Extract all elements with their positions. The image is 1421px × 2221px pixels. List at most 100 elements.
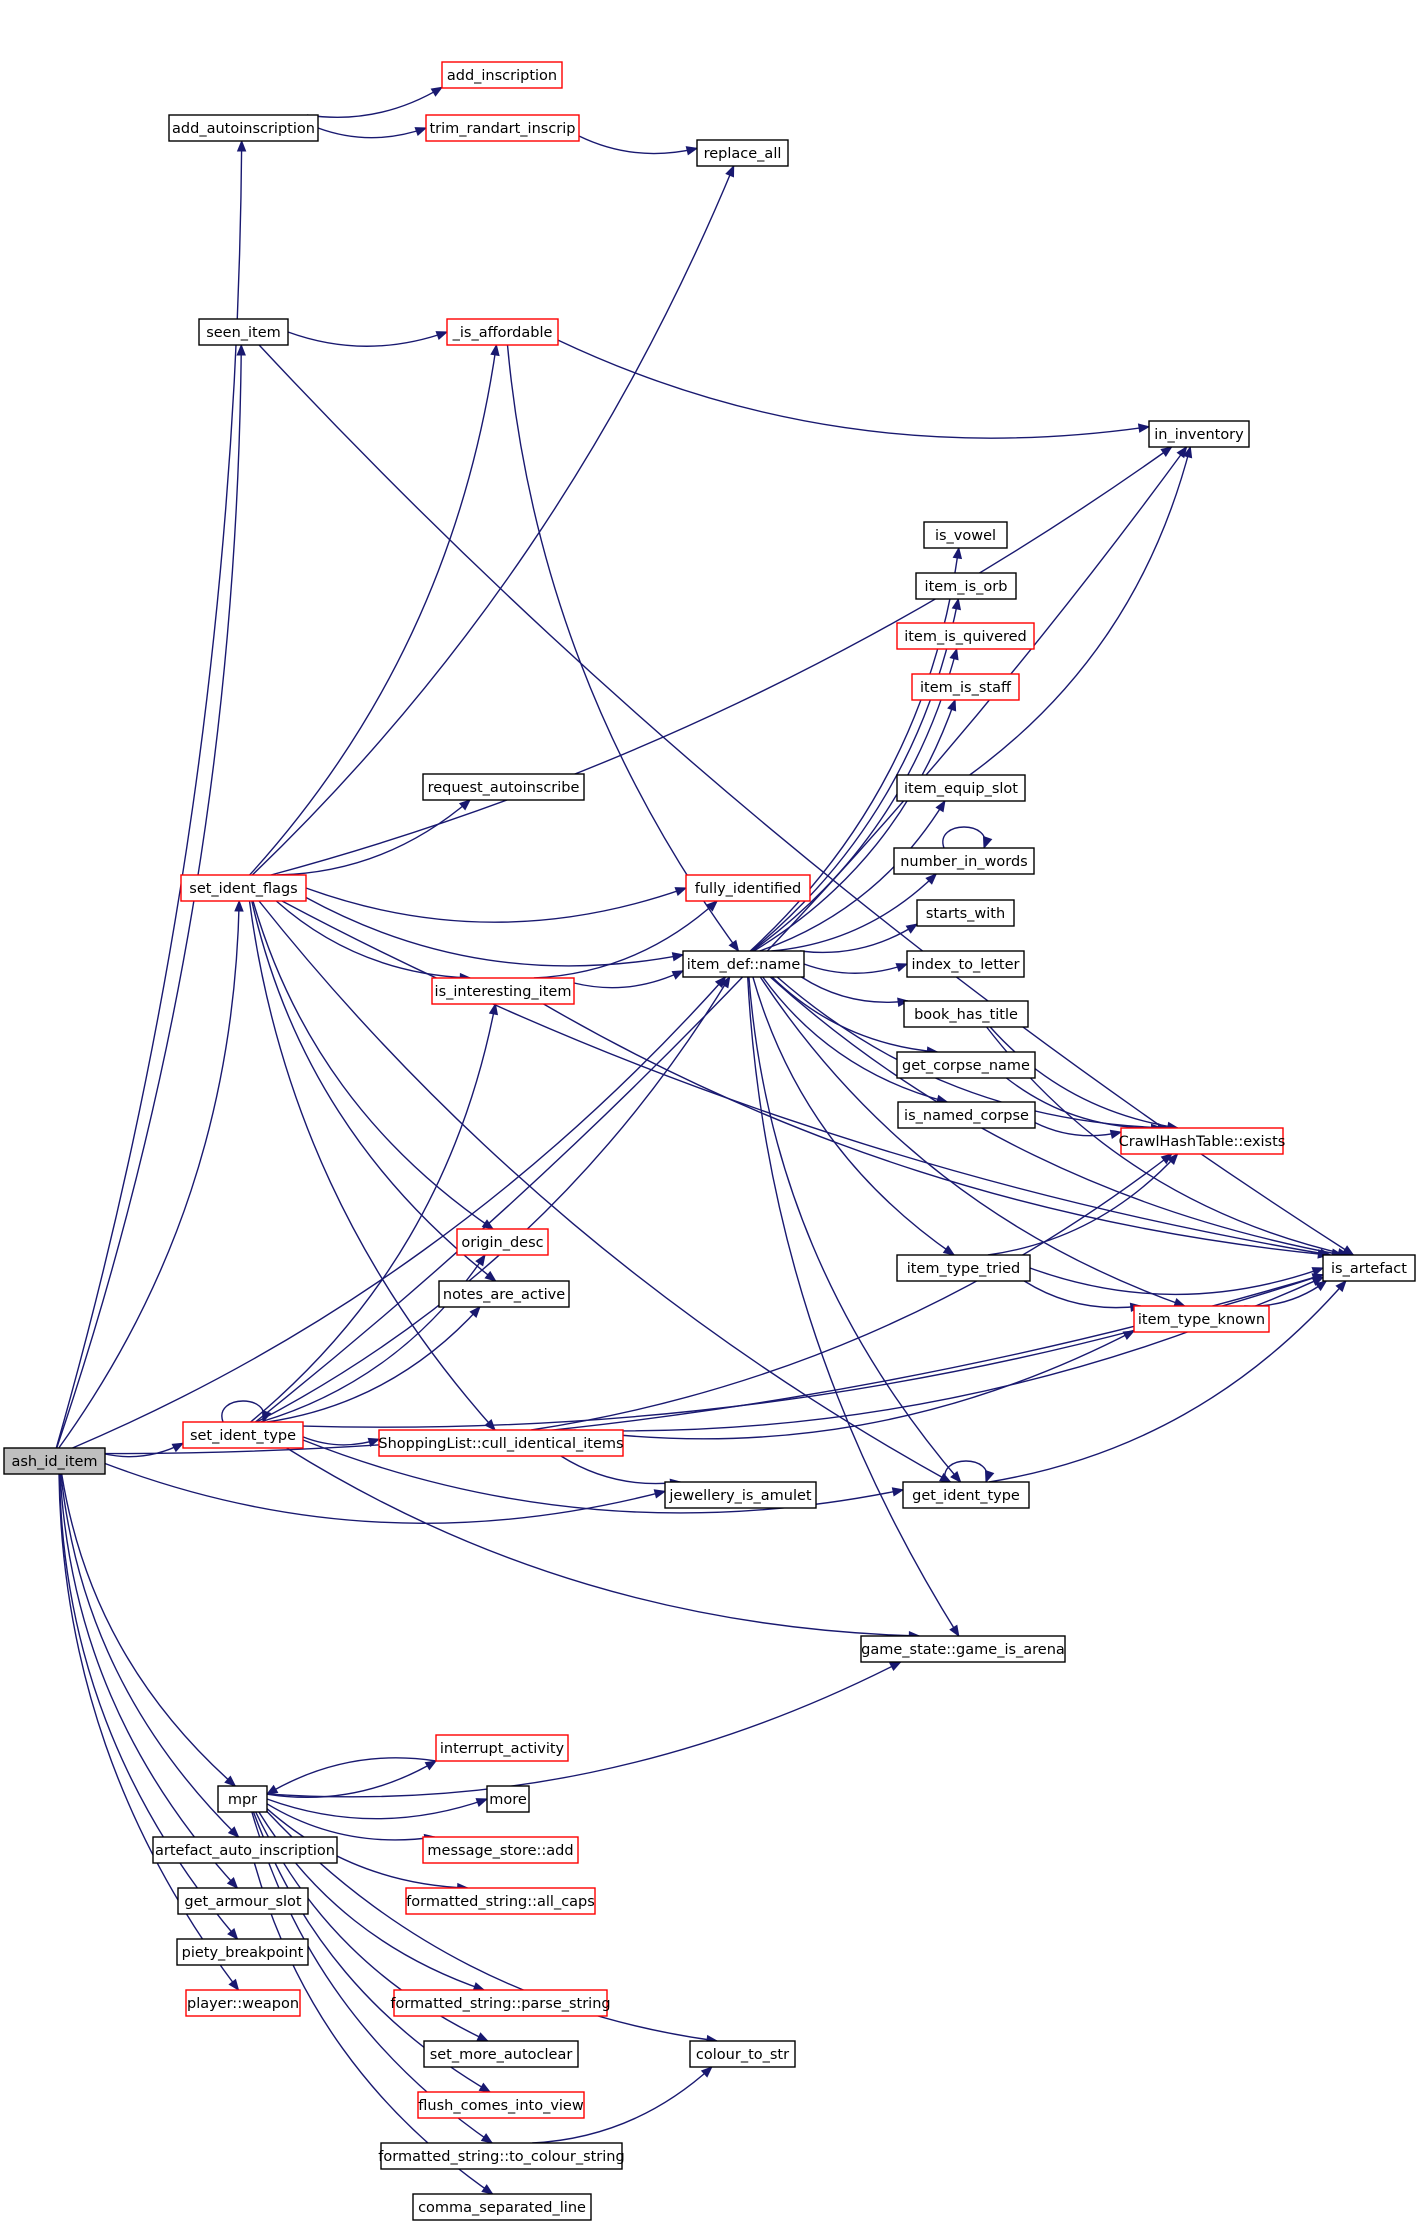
node-is-vowel[interactable]: is_vowel	[923, 521, 1008, 549]
node-box	[906, 950, 1025, 978]
node-label: jewellery_is_amulet	[668, 1488, 811, 1504]
node-to-colour-string[interactable]: formatted_string::to_colour_string	[378, 2142, 625, 2170]
node-trim-randart-inscrip[interactable]: trim_randart_inscrip	[425, 114, 580, 142]
node-label: request_autoinscribe	[428, 780, 580, 796]
node-book-has-title[interactable]: book_has_title	[903, 1000, 1029, 1028]
node-is-affordable[interactable]: _is_affordable	[446, 318, 559, 346]
node-colour-to-str[interactable]: colour_to_str	[689, 2040, 796, 2068]
node-origin-desc[interactable]: origin_desc	[456, 1228, 549, 1256]
edge-seen-item-to-is-affordable	[287, 331, 449, 347]
node-all-caps[interactable]: formatted_string::all_caps	[405, 1887, 596, 1915]
node-comma-separated-line[interactable]: comma_separated_line	[412, 2193, 592, 2221]
node-label: player::weapon	[187, 1996, 299, 2012]
node-label: get_armour_slot	[184, 1894, 302, 1910]
node-add-autoinscription[interactable]: add_autoinscription	[168, 114, 319, 142]
node-get-ident-type[interactable]: get_ident_type	[902, 1481, 1030, 1509]
arrowhead	[171, 1442, 185, 1453]
node-is-named-corpse[interactable]: is_named_corpse	[897, 1101, 1036, 1129]
node-message-store-add[interactable]: message_store::add	[422, 1836, 579, 1864]
arrowhead	[671, 952, 685, 962]
node-get-corpse-name[interactable]: get_corpse_name	[896, 1051, 1036, 1079]
node-mpr[interactable]: mpr	[217, 1785, 268, 1813]
arrowhead	[950, 1470, 962, 1484]
node-label: is_artefact	[1331, 1261, 1407, 1277]
node-jewellery-is-amulet[interactable]: jewellery_is_amulet	[664, 1481, 817, 1509]
node-box	[1120, 1127, 1284, 1155]
node-is-interesting-item[interactable]: is_interesting_item	[431, 977, 575, 1005]
arrowhead	[458, 799, 472, 811]
node-label: is_vowel	[935, 528, 996, 544]
node-box	[185, 1989, 301, 2017]
edge-ash-id-item-to-mpr	[61, 1473, 237, 1787]
node-item-def-name[interactable]: item_def::name	[682, 950, 805, 978]
node-box	[422, 773, 585, 801]
edge-cull-identical-to-jewellery-is-amulet	[560, 1455, 682, 1488]
node-item-type-known[interactable]: item_type_known	[1133, 1305, 1270, 1333]
node-in-inventory[interactable]: in_inventory	[1148, 420, 1250, 448]
node-item-is-orb[interactable]: item_is_orb	[915, 572, 1017, 600]
node-label: interrupt_activity	[440, 1741, 565, 1757]
node-parse-string[interactable]: formatted_string::parse_string	[390, 1989, 611, 2017]
node-number-in-words[interactable]: number_in_words	[893, 847, 1035, 875]
arrowhead	[236, 343, 246, 356]
node-get-armour-slot[interactable]: get_armour_slot	[177, 1887, 309, 1915]
node-label: colour_to_str	[696, 2047, 789, 2063]
node-label: ash_id_item	[11, 1454, 97, 1470]
node-set-more-autoclear[interactable]: set_more_autoclear	[423, 2040, 579, 2068]
node-box	[177, 1887, 309, 1915]
node-piety-breakpoint[interactable]: piety_breakpoint	[176, 1938, 309, 1966]
node-replace-all[interactable]: replace_all	[696, 139, 789, 167]
node-request-autoinscribe[interactable]: request_autoinscribe	[422, 773, 585, 801]
node-more[interactable]: more	[486, 1785, 530, 1813]
node-artefact-auto-inscription[interactable]: artefact_auto_inscription	[152, 1836, 338, 1864]
node-label: is_interesting_item	[435, 984, 572, 1000]
edge-set-ident-flags-to-item-def-name	[305, 896, 685, 967]
arrowhead	[1122, 1330, 1136, 1340]
node-box	[696, 139, 789, 167]
arrowhead	[1160, 446, 1173, 458]
node-item-equip-slot[interactable]: item_equip_slot	[896, 774, 1026, 802]
node-label: item_def::name	[687, 957, 801, 973]
node-interrupt-activity[interactable]: interrupt_activity	[435, 1734, 569, 1762]
node-ash-id-item[interactable]: ash_id_item	[3, 1447, 106, 1475]
node-add-inscription[interactable]: add_inscription	[441, 61, 563, 89]
node-label: CrawlHashTable::exists	[1119, 1134, 1286, 1150]
node-game-is-arena[interactable]: game_state::game_is_arena	[860, 1635, 1066, 1663]
node-label: item_is_orb	[925, 579, 1008, 595]
node-box	[916, 899, 1015, 927]
node-item-is-staff[interactable]: item_is_staff	[911, 673, 1020, 701]
node-is-artefact[interactable]: is_artefact	[1322, 1254, 1416, 1282]
node-label: formatted_string::parse_string	[390, 1996, 610, 2012]
node-layer: ash_id_item add_autoinscription add_inscri…	[3, 61, 1416, 2221]
node-label: set_more_autoclear	[430, 2047, 573, 2063]
arrowhead	[476, 2032, 490, 2042]
edge-set-ident-flags-to-is-artefact	[281, 900, 1332, 1258]
node-box	[422, 1836, 579, 1864]
node-box	[689, 2040, 796, 2068]
node-starts-with[interactable]: starts_with	[916, 899, 1015, 927]
node-fully-identified[interactable]: fully_identified	[685, 874, 811, 902]
node-index-to-letter[interactable]: index_to_letter	[906, 950, 1025, 978]
node-set-ident-type[interactable]: set_ident_type	[182, 1421, 304, 1449]
node-box	[902, 1481, 1030, 1509]
node-box	[860, 1635, 1066, 1663]
node-notes-are-active[interactable]: notes_are_active	[438, 1280, 570, 1308]
node-flush-comes-into-view[interactable]: flush_comes_into_view	[417, 2091, 585, 2119]
node-item-is-quivered[interactable]: item_is_quivered	[896, 622, 1035, 650]
node-item-type-tried[interactable]: item_type_tried	[896, 1254, 1031, 1282]
node-box	[446, 318, 559, 346]
edge-is-affordable-to-item-def-name	[506, 344, 740, 953]
node-seen-item[interactable]: seen_item	[198, 318, 289, 346]
node-crawl-exists[interactable]: CrawlHashTable::exists	[1119, 1127, 1286, 1155]
node-box	[378, 1429, 624, 1457]
node-label: item_type_tried	[907, 1261, 1020, 1277]
node-label: get_corpse_name	[902, 1058, 1030, 1074]
node-box	[896, 774, 1026, 802]
node-player-weapon[interactable]: player::weapon	[185, 1989, 301, 2017]
node-set-ident-flags[interactable]: set_ident_flags	[180, 874, 307, 902]
arrowhead	[1160, 1153, 1173, 1165]
node-cull-identical[interactable]: ShoppingList::cull_identical_items	[378, 1429, 624, 1457]
edge-set-ident-type-to-item-def-name	[256, 975, 731, 1423]
edge-item-def-name-to-book-has-title	[801, 976, 910, 1007]
